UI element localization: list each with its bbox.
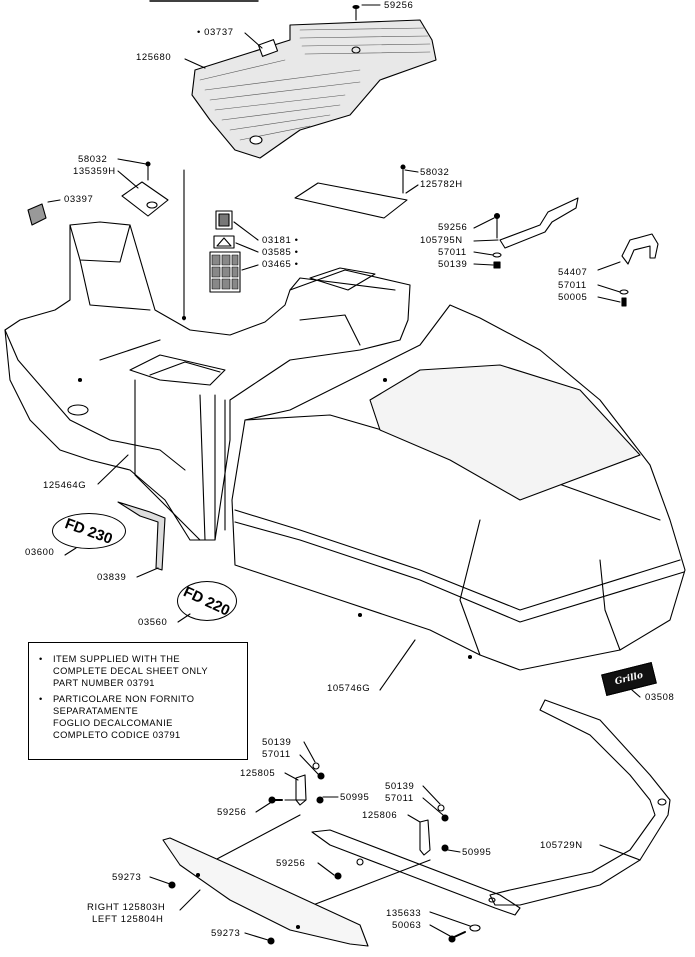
- callout-125680: 125680: [136, 52, 172, 63]
- decal-stack: [209, 210, 241, 293]
- callout-135633: 135633: [386, 908, 422, 919]
- callout-125782H: 125782H: [420, 179, 463, 190]
- callout-59256: 59256: [384, 0, 414, 11]
- note-line: PARTICOLARE NON FORNITO: [53, 694, 195, 704]
- note-line: COMPLETO CODICE 03791: [53, 730, 181, 740]
- decal-03839: [117, 501, 166, 571]
- callout-59256: 59256: [438, 222, 468, 233]
- decal-fd230-text: FD 230: [62, 514, 116, 548]
- bracket-105795N: [492, 197, 579, 269]
- note-line: PART NUMBER 03791: [53, 678, 155, 688]
- callout-125806: 125806: [362, 810, 398, 821]
- callout-50005: 50005: [558, 292, 588, 303]
- callout-57011: 57011: [262, 749, 291, 760]
- main-frame: [4, 221, 411, 541]
- callout-59273: 59273: [211, 928, 241, 939]
- floor-mat: [191, 19, 437, 159]
- note-line: COMPLETE DECAL SHEET ONLY: [53, 666, 208, 676]
- callout-59256: 59256: [217, 807, 247, 818]
- callout-125805: 125805: [240, 768, 276, 779]
- callout-50139: 50139: [262, 737, 292, 748]
- side-rail: [311, 699, 671, 916]
- callout-57011: 57011: [385, 793, 414, 804]
- callout-50139: 50139: [385, 781, 415, 792]
- callout-105795N: 105795N: [420, 235, 463, 246]
- decal-fd220: FD 220: [177, 581, 237, 621]
- bracket-125805: [268, 762, 325, 806]
- handle-bracket: [619, 233, 659, 307]
- callout-50995: 50995: [340, 792, 370, 803]
- callout-50139: 50139: [438, 259, 468, 270]
- callout-03465: 03465 •: [262, 259, 299, 270]
- bracket-125806: [334, 804, 449, 880]
- callout-59256: 59256: [276, 858, 306, 869]
- trim-panel: [162, 837, 369, 947]
- washer-bolt: [448, 924, 481, 943]
- callout-125803H: RIGHT 125803H: [87, 902, 166, 913]
- callout-03585: 03585 •: [262, 247, 299, 258]
- callout-03600: 03600: [25, 547, 55, 558]
- callout-50063: 50063: [392, 920, 422, 931]
- callout-03560: 03560: [138, 617, 168, 628]
- callout-54407: 54407: [558, 267, 588, 278]
- callout-58032: 58032: [420, 167, 450, 178]
- cover-plate-small: [121, 161, 169, 217]
- brand-logo-text: Grillo: [613, 670, 645, 688]
- callout-03181: 03181 •: [262, 235, 299, 246]
- decal-fd230: FD 230: [52, 513, 126, 549]
- callout-50995: 50995: [462, 847, 492, 858]
- callout-58032: 58032: [78, 154, 108, 165]
- callout-57011: 57011: [438, 247, 467, 258]
- note-box: ITEM SUPPLIED WITH THE COMPLETE DECAL SH…: [28, 642, 248, 760]
- note-line: ITEM SUPPLIED WITH THE: [53, 654, 180, 664]
- callout-125464G: 125464G: [43, 480, 87, 491]
- screw-59256-top: [352, 4, 360, 21]
- callout-59273: 59273: [112, 872, 142, 883]
- callout-57011: 57011: [558, 280, 587, 291]
- engine-hood: [231, 304, 686, 671]
- callout-03737: • 03737: [197, 27, 234, 38]
- cover-plate-large: [294, 164, 408, 219]
- callout-03839: 03839: [97, 572, 127, 583]
- note-line: SEPARATAMENTE: [53, 706, 139, 716]
- callout-03397: 03397: [64, 194, 94, 205]
- decal-fd220-text: FD 220: [181, 582, 233, 620]
- callout-105746G: 105746G: [327, 683, 371, 694]
- callout-105729N: 105729N: [540, 840, 583, 851]
- note-line: FOGLIO DECALCOMANIE: [53, 718, 173, 728]
- callout-03508: 03508: [645, 692, 675, 703]
- callout-135359H: 135359H: [73, 166, 116, 177]
- decal-03397: [27, 203, 47, 226]
- callout-125804H: LEFT 125804H: [92, 914, 164, 925]
- note-italian: PARTICOLARE NON FORNITO SEPARATAMENTE FO…: [39, 693, 241, 741]
- note-english: ITEM SUPPLIED WITH THE COMPLETE DECAL SH…: [39, 653, 241, 689]
